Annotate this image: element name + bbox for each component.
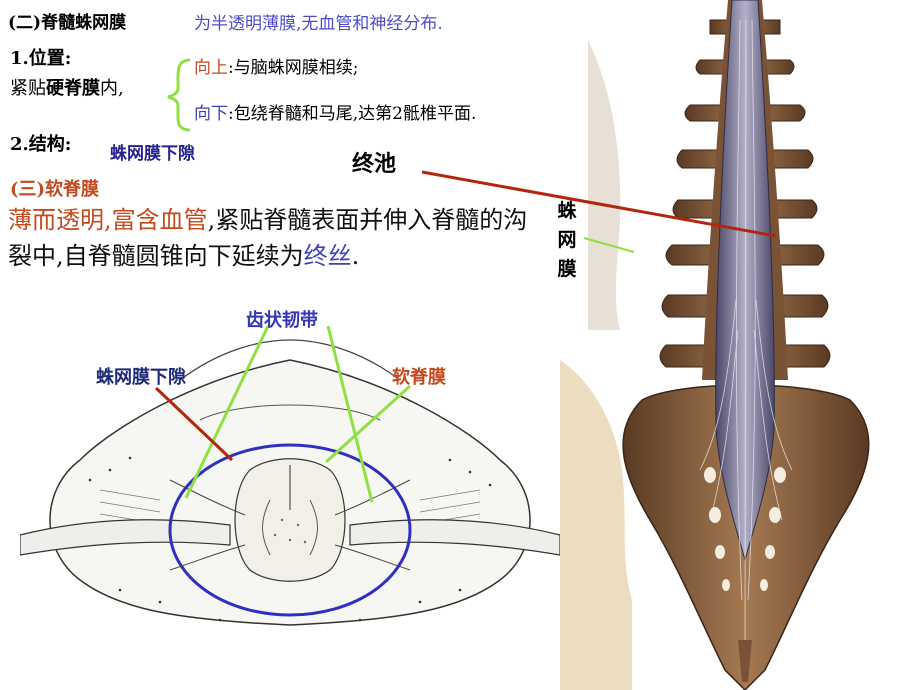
section3-body-end: . bbox=[351, 242, 360, 270]
up-text: :与脑蛛网膜相续; bbox=[228, 58, 359, 78]
section2-heading: (二)脊髓蛛网膜 bbox=[8, 13, 127, 33]
label-pia-mater: 软脊膜 bbox=[392, 367, 446, 388]
position-suffix: 内, bbox=[100, 78, 124, 99]
section3-body-mid: ,紧贴脊髓表面并伸入脊髓的沟裂中,自脊髓圆锥向下延续为 bbox=[8, 206, 528, 270]
structure-value: 蛛网膜下隙 bbox=[110, 144, 195, 164]
position-down-line: 向下:包绕脊髓和马尾,达第2骶椎平面. bbox=[194, 99, 476, 124]
label-terminal-cistern: 终池 bbox=[352, 152, 397, 177]
section3-body-blue: 终丝 bbox=[303, 242, 352, 270]
position-emphasis: 硬脊膜 bbox=[46, 78, 100, 99]
arachnoid-pointer bbox=[583, 237, 635, 253]
structure-heading: 2.结构: bbox=[10, 134, 72, 155]
position-up-line: 向上:与脑蛛网膜相续; bbox=[194, 53, 358, 78]
up-label: 向上 bbox=[194, 58, 228, 78]
label-subarachnoid-space: 蛛网膜下隙 bbox=[96, 367, 186, 388]
subarachnoid-pointer bbox=[154, 386, 234, 462]
pia-pointer bbox=[324, 384, 412, 464]
section2-description: 为半透明薄膜,无血管和神经分布. bbox=[194, 14, 443, 34]
cross-section-illustration bbox=[20, 339, 560, 626]
terminal-cistern-pointer bbox=[421, 170, 777, 238]
section3-body: 薄而透明,富含血管,紧贴脊髓表面并伸入脊髓的沟裂中,自脊髓圆锥向下延续为终丝. bbox=[8, 202, 548, 274]
dentate-pointer-right bbox=[326, 325, 374, 503]
section3-heading: (三)软脊膜 bbox=[10, 179, 100, 200]
down-label: 向下 bbox=[194, 104, 228, 124]
down-text: :包绕脊髓和马尾,达第2骶椎平面. bbox=[228, 104, 477, 124]
label-dentate-ligament: 齿状韧带 bbox=[246, 310, 318, 331]
position-brace bbox=[167, 58, 191, 132]
position-prefix: 紧贴 bbox=[10, 78, 46, 99]
section3-body-red: 薄而透明,富含血管 bbox=[8, 206, 208, 234]
dentate-pointer-left bbox=[184, 325, 270, 499]
spine-illustration bbox=[560, 0, 870, 690]
position-heading: 1.位置: bbox=[10, 48, 72, 69]
position-body: 紧贴硬脊膜内, bbox=[10, 74, 124, 100]
label-arachnoid-vertical: 蛛网膜 bbox=[557, 200, 577, 280]
